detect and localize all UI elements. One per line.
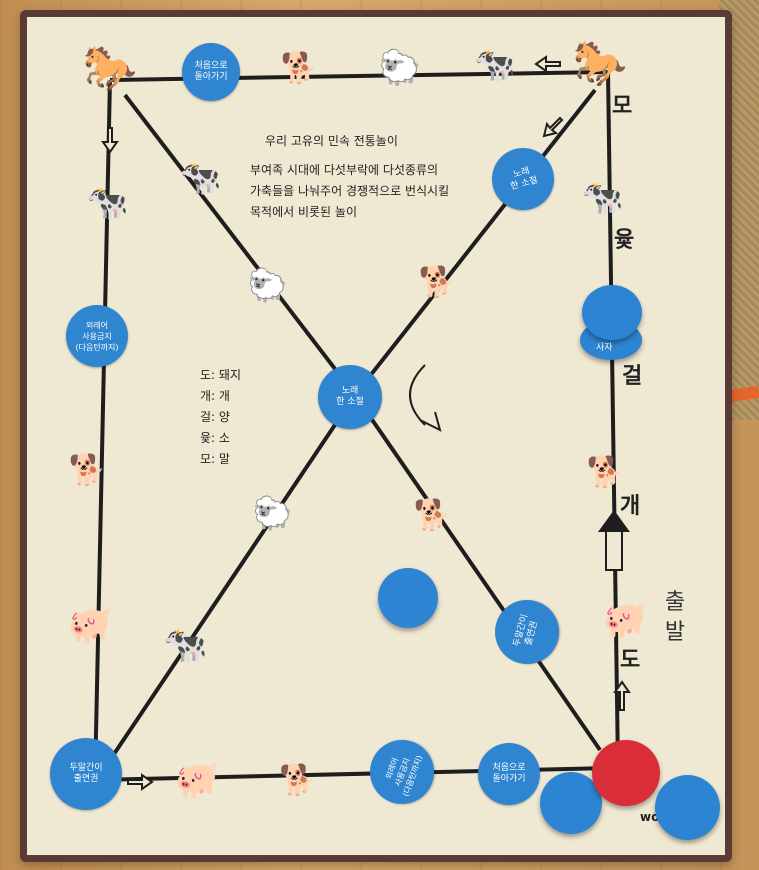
legend: 도: 돼지 개: 개 걸: 양 윷: 소 모: 말 <box>200 365 241 470</box>
space-no-shortcut-left[interactable]: 외레어 사용금지 (다음턴까지) <box>66 305 128 367</box>
dog-icon: 🐕 <box>68 452 107 488</box>
legend-row: 걸: 양 <box>200 410 230 424</box>
token-text: 사자 <box>596 343 613 353</box>
legend-row: 윷: 소 <box>200 431 230 445</box>
curved-arrow-icon <box>409 364 426 426</box>
red-piece[interactable] <box>592 740 660 806</box>
cow-icon: 🐄 <box>179 157 222 198</box>
right-arrow-icon <box>127 773 154 791</box>
label-do: 도 <box>620 648 641 673</box>
cow-icon: 🐄 <box>473 44 517 85</box>
space-return-start-bottom[interactable]: 처음으로 돌아가기 <box>478 743 540 805</box>
diag-arrow-icon <box>542 116 564 138</box>
blue-piece[interactable] <box>378 568 438 628</box>
space-return-start-top[interactable]: 처음으로 돌아가기 <box>182 43 240 101</box>
label-mo: 모 <box>612 94 633 119</box>
cow-icon: 🐄 <box>86 182 129 223</box>
label-yut: 윷 <box>614 228 635 253</box>
blue-piece[interactable] <box>582 285 642 340</box>
sheep-icon: 🐑 <box>252 493 293 532</box>
legend-row: 개: 개 <box>200 389 230 403</box>
dog-icon: 🐕 <box>586 454 625 490</box>
pig-icon: 🐖 <box>174 760 220 801</box>
blue-piece[interactable] <box>655 775 720 840</box>
cow-icon: 🐄 <box>162 625 208 666</box>
blue-piece[interactable] <box>540 772 602 834</box>
description: 부여족 시대에 다섯부락에 다섯종류의 가축들을 나눠주어 경쟁적으로 번식시킬… <box>250 163 450 219</box>
space-double-left-bottom[interactable]: 두알간이 출연권 <box>50 738 122 810</box>
horse-icon: 🐎 <box>82 42 138 94</box>
start-arrow-head <box>598 510 630 532</box>
label-geol: 걸 <box>622 364 643 389</box>
horse-icon: 🐎 <box>572 37 628 89</box>
dog-icon: 🐕 <box>413 497 452 533</box>
dog-icon: 🐕 <box>280 50 319 86</box>
start-arrow-shaft <box>605 529 623 571</box>
up-arrow-icon <box>613 680 631 711</box>
legend-row: 도: 돼지 <box>200 368 242 382</box>
label-gae: 개 <box>620 494 641 519</box>
pig-icon: 🐖 <box>602 600 648 641</box>
sheep-icon: 🐑 <box>247 265 288 304</box>
down-arrow-icon <box>101 127 119 154</box>
start-label: 출 발 <box>664 590 686 645</box>
sheep-icon: 🐑 <box>378 47 422 88</box>
dog-icon: 🐕 <box>279 762 317 798</box>
title-line: 우리 고유의 민속 전통놀이 <box>265 134 398 148</box>
left-arrow-icon <box>534 55 561 73</box>
cow-icon: 🐄 <box>581 177 624 218</box>
legend-row: 모: 말 <box>200 452 230 466</box>
pig-icon: 🐖 <box>67 605 113 646</box>
space-sing-center[interactable]: 노래 한 소절 <box>318 365 382 429</box>
dog-icon: 🐕 <box>418 264 457 300</box>
